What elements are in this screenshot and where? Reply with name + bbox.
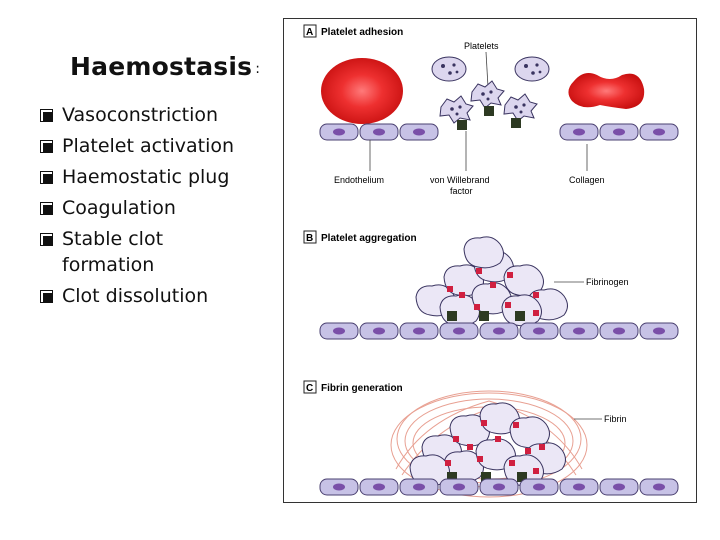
bullet-text: Coagulation bbox=[62, 197, 176, 219]
vwf-icon bbox=[515, 311, 525, 321]
label-collagen: Collagen bbox=[569, 175, 605, 185]
label-vwf-line2: factor bbox=[450, 186, 473, 196]
vwf-icon bbox=[484, 106, 494, 116]
bullet-text: Haemostatic plug bbox=[62, 166, 230, 188]
haemostasis-figure: A Platelet adhesion Platelets Endotheliu… bbox=[283, 18, 697, 503]
bullet-list: Vasoconstriction Platelet activation Hae… bbox=[40, 102, 280, 314]
panel-c: C Fibrin generation Fibrin bbox=[303, 380, 679, 498]
slide-title: Haemostasis: bbox=[70, 52, 260, 81]
haemostasis-diagram: A Platelet adhesion Platelets Endotheliu… bbox=[303, 24, 679, 498]
activated-platelet-icon bbox=[470, 80, 505, 109]
vwf-icon bbox=[457, 120, 467, 130]
bullet-item: Clot dissolution bbox=[40, 283, 280, 309]
label-fibrinogen: Fibrinogen bbox=[586, 277, 629, 287]
panel-b-title: Platelet aggregation bbox=[321, 233, 417, 244]
activated-platelet-icon bbox=[503, 93, 538, 122]
activated-platelet-icon bbox=[439, 95, 474, 124]
panel-c-letter-box bbox=[303, 380, 317, 394]
bullet-item: Platelet activation bbox=[40, 133, 280, 159]
label-vwf-line1: von Willebrand bbox=[430, 175, 490, 185]
panel-c-letter: C bbox=[306, 383, 313, 394]
checkbox-bullet-icon bbox=[40, 140, 53, 153]
endothelium-layer bbox=[319, 322, 679, 340]
panel-a-title: Platelet adhesion bbox=[321, 27, 403, 38]
endothelium-layer bbox=[319, 478, 679, 496]
bullet-item: Coagulation bbox=[40, 195, 280, 221]
endothelium-layer bbox=[319, 123, 679, 141]
checkbox-bullet-icon bbox=[40, 202, 53, 215]
panel-b: B Platelet aggregation Fibrinogen bbox=[303, 230, 679, 340]
slide-title-text: Haemostasis bbox=[70, 52, 253, 81]
platelet-icon bbox=[431, 56, 467, 82]
checkbox-bullet-icon bbox=[40, 290, 53, 303]
label-fibrin: Fibrin bbox=[604, 414, 627, 424]
bullet-item: Vasoconstriction bbox=[40, 102, 280, 128]
bullet-text: Platelet activation bbox=[62, 135, 235, 157]
panel-a-letter: A bbox=[306, 27, 313, 38]
label-endothelium: Endothelium bbox=[334, 175, 384, 185]
vwf-icon bbox=[447, 311, 457, 321]
bullet-text: Stable clot formation bbox=[62, 228, 164, 276]
red-blood-cell bbox=[321, 58, 403, 124]
checkbox-bullet-icon bbox=[40, 171, 53, 184]
bullet-text: Clot dissolution bbox=[62, 285, 209, 307]
panel-b-letter: B bbox=[306, 233, 313, 244]
platelet-aggregate bbox=[415, 236, 568, 327]
slide-title-colon: : bbox=[255, 61, 261, 77]
panel-c-title: Fibrin generation bbox=[321, 383, 403, 394]
bullet-item: Stable clot formation bbox=[40, 226, 202, 278]
platelet-icon bbox=[514, 56, 550, 82]
checkbox-bullet-icon bbox=[40, 233, 53, 246]
vwf-icon bbox=[511, 118, 521, 128]
bullet-text: Vasoconstriction bbox=[62, 104, 219, 126]
vwf-icon bbox=[479, 311, 489, 321]
panel-a-letter-box bbox=[303, 24, 317, 38]
deformed-red-blood-cell bbox=[568, 73, 645, 109]
bullet-item: Haemostatic plug bbox=[40, 164, 280, 190]
label-platelets: Platelets bbox=[464, 41, 499, 51]
checkbox-bullet-icon bbox=[40, 109, 53, 122]
panel-a: A Platelet adhesion Platelets Endotheliu… bbox=[303, 24, 679, 196]
panel-b-letter-box bbox=[303, 230, 317, 244]
